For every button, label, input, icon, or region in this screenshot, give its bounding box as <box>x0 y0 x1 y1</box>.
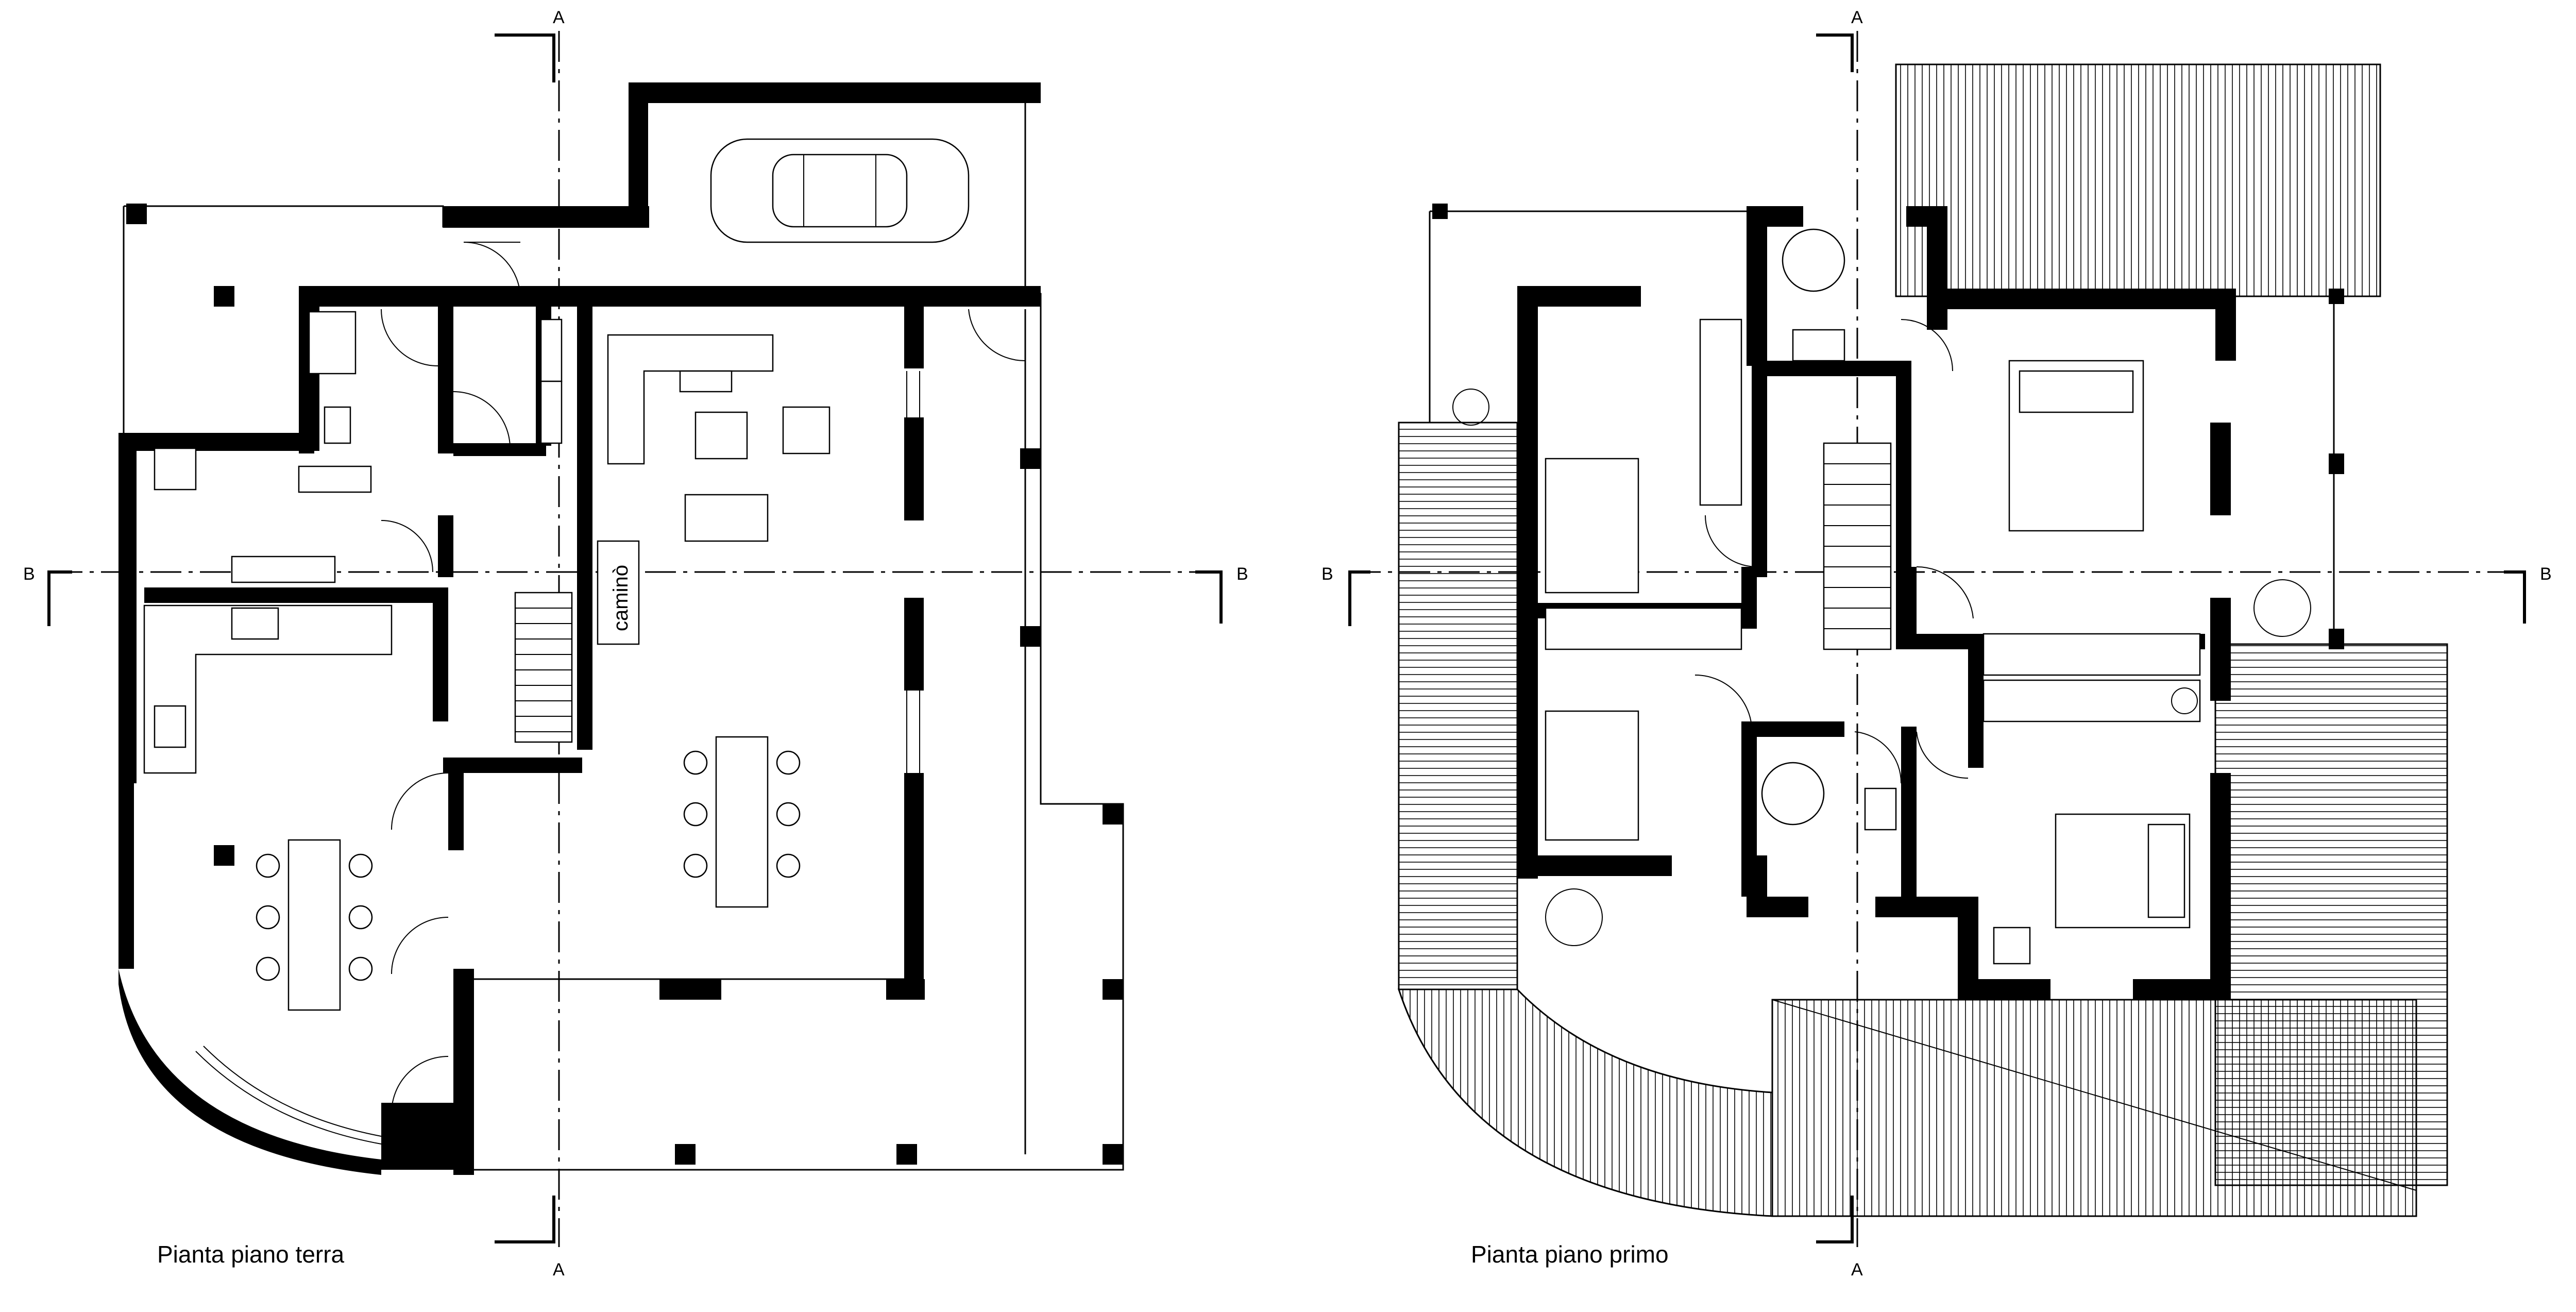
wardrobe <box>1545 607 1742 650</box>
staircase <box>1823 442 1892 650</box>
roof-hatch <box>1398 422 1518 990</box>
interior-wall <box>1752 361 1906 376</box>
ground-floor-plan: caminò <box>23 8 1248 1280</box>
plant-icon <box>1452 389 2311 946</box>
section-mark-b-right: B <box>2540 564 2552 584</box>
single-bed <box>1545 710 1639 841</box>
roof-hatch <box>1771 999 2417 1217</box>
section-arrow-right <box>1195 570 1223 624</box>
dining-table <box>683 736 801 908</box>
section-arrow-bottom <box>495 1196 555 1243</box>
coffee-table <box>694 411 748 460</box>
section-mark-a-top: A <box>553 8 565 27</box>
wardrobe <box>1982 633 2201 676</box>
kitchen-counter <box>143 604 393 774</box>
sofa <box>607 334 774 465</box>
sink <box>540 318 563 382</box>
fireplace-label: caminò <box>609 565 632 631</box>
garage-wall <box>629 82 1041 103</box>
curved-roof-hatch <box>1397 988 1773 1217</box>
section-mark-a-bottom: A <box>553 1260 565 1280</box>
interior-wall <box>144 587 443 603</box>
section-mark-a-bottom: A <box>1851 1260 1863 1280</box>
car-icon <box>710 138 970 243</box>
double-bed <box>2055 813 2191 929</box>
bathtub <box>1782 228 1845 292</box>
wardrobe <box>1699 318 1742 506</box>
section-mark-b-right: B <box>1236 564 1248 584</box>
toilet <box>324 406 351 444</box>
fireplace <box>597 540 640 645</box>
armchair <box>782 406 831 455</box>
double-bed <box>2008 360 2144 532</box>
armchair <box>684 494 769 542</box>
section-arrow-top <box>495 33 555 82</box>
section-arrow-left <box>47 570 72 626</box>
bathtub <box>1761 762 1825 826</box>
door-swing <box>463 242 521 299</box>
single-bed <box>1545 458 1639 594</box>
roof-hatch <box>1895 63 2381 297</box>
column <box>126 204 147 224</box>
plan-title: Pianta piano primo <box>1471 1241 1669 1268</box>
exterior-wall <box>299 286 1041 307</box>
first-floor-plan: Pianta piano primo A A B B <box>1321 8 2552 1280</box>
shower <box>308 311 357 375</box>
wardrobe <box>1982 679 2201 722</box>
section-mark-b-left: B <box>23 564 35 584</box>
section-mark-b-left: B <box>1321 564 1333 584</box>
section-mark-a-top: A <box>1851 8 1863 27</box>
plan-title: Pianta piano terra <box>157 1241 345 1268</box>
curved-wall <box>118 969 381 1175</box>
staircase <box>514 592 573 743</box>
dining-table <box>256 839 373 1011</box>
